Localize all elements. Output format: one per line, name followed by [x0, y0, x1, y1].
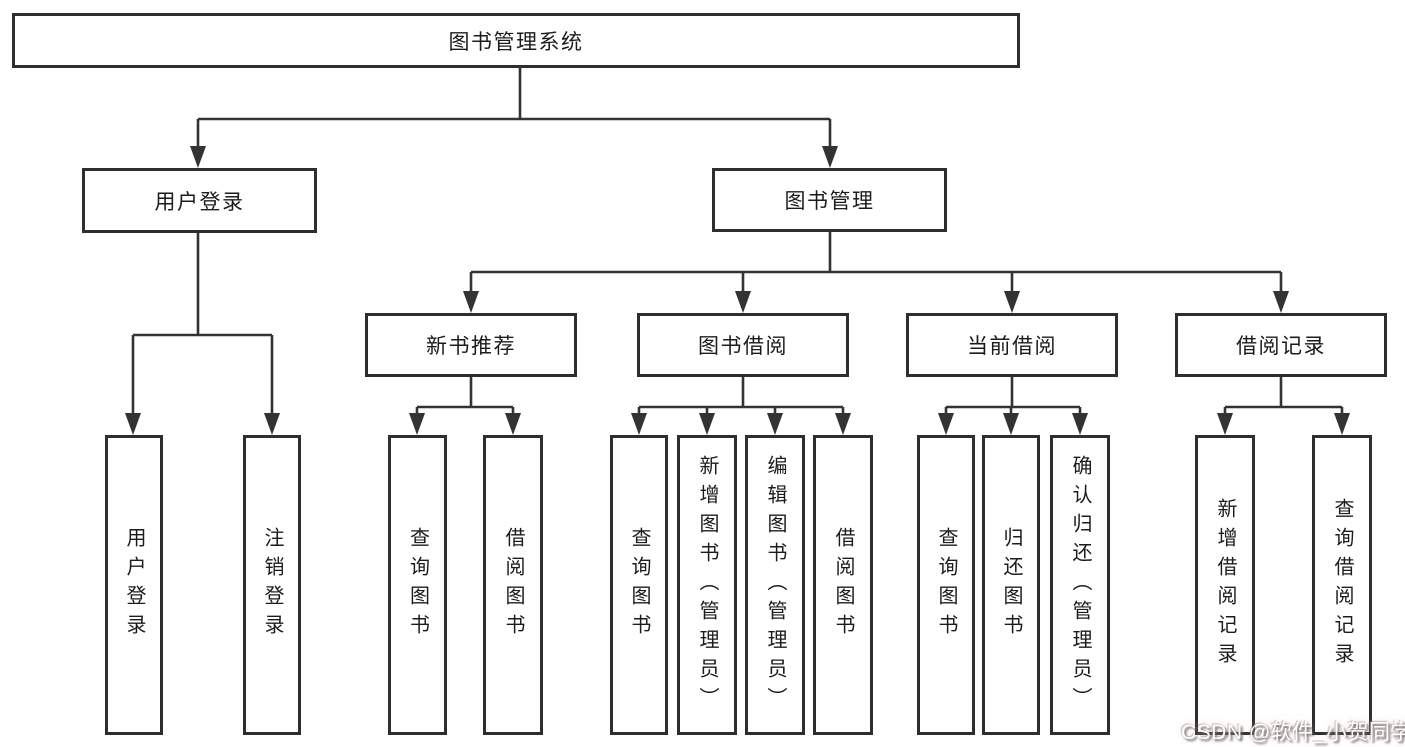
node-book-borrow-label: 图书借阅 — [698, 335, 788, 358]
node-current-borrow: 当前借阅 — [906, 313, 1118, 377]
leaf-bb-edit-book-admin-label: 编辑图书（管理员） — [764, 454, 786, 716]
connector-new-book-recommend-children — [409, 377, 521, 435]
node-book-management: 图书管理 — [712, 168, 947, 232]
leaf-user-login: 用户登录 — [105, 435, 163, 735]
leaf-logout-label: 注销登录 — [261, 527, 283, 643]
node-user-login: 用户登录 — [82, 168, 317, 233]
leaf-br-add-record: 新增借阅记录 — [1195, 435, 1255, 735]
leaf-bb-edit-book-admin: 编辑图书（管理员） — [745, 435, 805, 735]
connector-book-borrow-children — [631, 377, 851, 435]
root-node-label: 图书管理系统 — [448, 30, 584, 54]
node-borrow-record: 借阅记录 — [1175, 313, 1387, 377]
leaf-cb-query-book: 查询图书 — [917, 435, 975, 735]
leaf-logout: 注销登录 — [243, 435, 301, 735]
leaf-user-login-label: 用户登录 — [123, 527, 145, 643]
leaf-br-add-record-label: 新增借阅记录 — [1214, 498, 1236, 672]
leaf-cb-return-book: 归还图书 — [982, 435, 1040, 735]
connector-current-borrow-children — [938, 377, 1088, 435]
leaf-bb-add-book-admin: 新增图书（管理员） — [677, 435, 737, 735]
leaf-cb-confirm-return-admin: 确认归还（管理员） — [1050, 435, 1110, 735]
leaf-cb-confirm-return-admin-label: 确认归还（管理员） — [1069, 454, 1091, 716]
node-book-management-label: 图书管理 — [784, 190, 875, 213]
node-book-borrow: 图书借阅 — [637, 313, 849, 377]
leaf-br-query-record-label: 查询借阅记录 — [1331, 498, 1353, 672]
leaf-nbr-query-book: 查询图书 — [388, 435, 447, 735]
leaf-bb-add-book-admin-label: 新增图书（管理员） — [696, 454, 718, 716]
csdn-watermark: CSDN @软件_小贺同学 — [1181, 721, 1405, 744]
node-new-book-recommend: 新书推荐 — [365, 313, 577, 377]
connector-borrow-record-children — [1217, 377, 1350, 435]
node-new-book-recommend-label: 新书推荐 — [426, 335, 516, 358]
leaf-bb-borrow-book: 借阅图书 — [813, 435, 873, 735]
leaf-nbr-borrow-book: 借阅图书 — [483, 435, 543, 735]
leaf-cb-return-book-label: 归还图书 — [1000, 527, 1022, 643]
connector-book-management-children — [463, 232, 1289, 313]
connector-root-to-level2 — [190, 68, 838, 168]
leaf-br-query-record: 查询借阅记录 — [1312, 435, 1372, 735]
connector-user-login-children — [125, 233, 280, 435]
leaf-nbr-query-book-label: 查询图书 — [406, 527, 429, 643]
leaf-cb-query-book-label: 查询图书 — [935, 527, 957, 643]
root-node-library-system: 图书管理系统 — [12, 13, 1020, 68]
leaf-nbr-borrow-book-label: 借阅图书 — [502, 527, 524, 643]
node-borrow-record-label: 借阅记录 — [1236, 335, 1326, 358]
leaf-bb-borrow-book-label: 借阅图书 — [832, 527, 854, 643]
node-current-borrow-label: 当前借阅 — [967, 335, 1057, 358]
leaf-bb-query-book: 查询图书 — [610, 435, 668, 735]
leaf-bb-query-book-label: 查询图书 — [628, 527, 650, 643]
node-user-login-label: 用户登录 — [154, 190, 245, 214]
